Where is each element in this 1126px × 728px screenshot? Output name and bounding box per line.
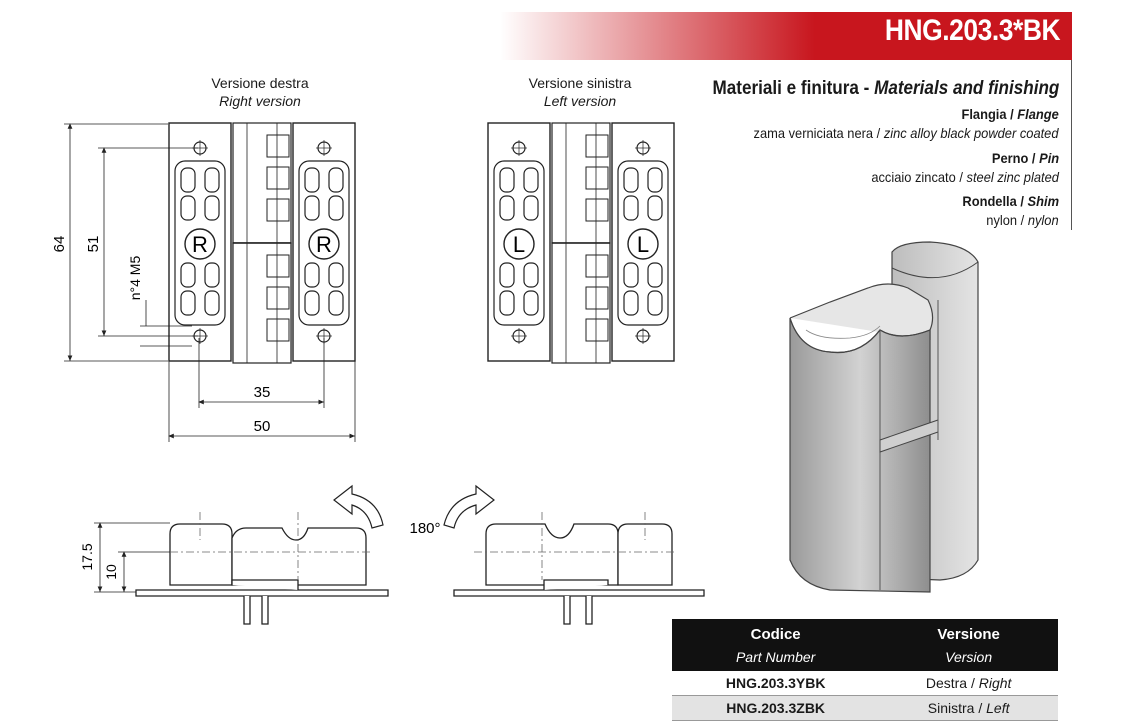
row-version: Sinistra / Left (879, 695, 1058, 721)
hinge-3d-render (789, 241, 979, 593)
label-en: Flange (1017, 106, 1059, 122)
value-it: nylon / (986, 212, 1029, 228)
side-view-right (135, 523, 389, 625)
dim-hole-spacing: 51 (85, 236, 102, 253)
right-version-en: Right version (219, 93, 301, 109)
title-banner (500, 12, 1072, 60)
row-code: HNG.203.3YBK (672, 671, 880, 696)
right-letter-2: R (316, 232, 332, 257)
label-it: Rondella / (962, 193, 1028, 209)
table-header-row: Codice Versione (672, 619, 1058, 646)
dim-height: 64 (51, 236, 68, 253)
materials-heading-it: Materiali e finitura - (712, 78, 874, 99)
material-value-flange: zama verniciata nera / zinc alloy black … (754, 125, 1059, 141)
material-value-pin: acciaio zincato / steel zinc plated (871, 169, 1059, 185)
value-it: acciaio zincato / (871, 169, 967, 185)
table-row: HNG.203.3ZBK Sinistra / Left (672, 695, 1058, 721)
right-version-drawing: R R (169, 123, 355, 364)
product-code: HNG.203.3*BK (884, 14, 1061, 47)
value-it: zama verniciata nera / (754, 125, 885, 141)
right-version-label: Versione destra Right version (180, 74, 340, 110)
title-divider (1071, 60, 1072, 230)
header-code: Codice (672, 619, 880, 646)
value-en: steel zinc plated (966, 169, 1059, 185)
header-version-en: Version (879, 646, 1058, 671)
table-subheader-row: Part Number Version (672, 646, 1058, 671)
materials-heading-en: Materials and finishing (873, 78, 1059, 99)
dim-width: 50 (254, 418, 271, 435)
dim-thread: n°4 M5 (127, 256, 143, 301)
left-letter-2: L (637, 232, 649, 257)
left-version-it: Versione sinistra (528, 75, 632, 91)
material-label-pin: Perno / Pin (992, 150, 1059, 166)
row-code: HNG.203.3ZBK (672, 695, 880, 721)
label-en: Pin (1038, 150, 1059, 166)
right-version-it: Versione destra (211, 75, 309, 91)
label-en: Shim (1027, 193, 1059, 209)
version-en: Left (986, 700, 1010, 716)
table-row: HNG.203.3YBK Destra / Right (672, 671, 1058, 696)
value-en: zinc alloy black powder coated (884, 125, 1059, 141)
part-number-table: Codice Versione Part Number Version HNG.… (672, 619, 1058, 721)
rotation-arrow-left (333, 484, 384, 529)
left-version-en: Left version (543, 93, 617, 109)
dimension-lines (64, 123, 356, 593)
value-en: nylon (1028, 212, 1059, 228)
header-version: Versione (879, 619, 1058, 646)
left-version-label: Versione sinistra Left version (500, 74, 660, 110)
label-it: Flangia / (961, 106, 1018, 122)
material-label-shim: Rondella / Shim (962, 193, 1059, 209)
rotation-angle: 180° (409, 520, 440, 537)
left-letter-1: L (513, 232, 525, 257)
dim-hole-width: 35 (254, 384, 271, 401)
dim-flange: 10 (103, 564, 119, 580)
rotation-arrow-right (443, 484, 495, 529)
dim-thickness: 17.5 (79, 543, 95, 570)
header-code-en: Part Number (672, 646, 880, 671)
row-version: Destra / Right (879, 671, 1058, 696)
right-letter-1: R (192, 232, 208, 257)
material-label-flange: Flangia / Flange (962, 106, 1059, 122)
material-value-shim: nylon / nylon (987, 212, 1059, 228)
side-view-left (453, 523, 705, 625)
left-version-drawing: L L (488, 123, 674, 364)
version-it: Sinistra / (927, 700, 987, 716)
label-it: Perno / (991, 150, 1039, 166)
materials-heading: Materiali e finitura - Materials and fin… (712, 78, 1059, 100)
version-it: Destra / (925, 675, 979, 691)
version-en: Right (978, 675, 1012, 691)
